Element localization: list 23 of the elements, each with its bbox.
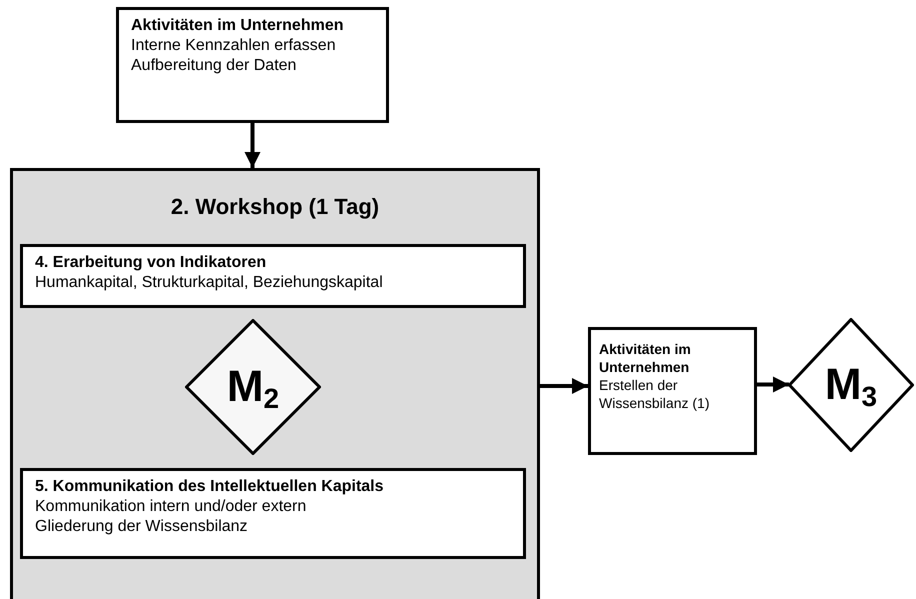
process-box [588, 327, 757, 455]
process-box [20, 244, 526, 308]
process-box [116, 7, 389, 123]
box-text: Humankapital, Strukturkapital, Beziehungskapital [35, 273, 384, 293]
box-text: Erstellen der Wissensbilanz (1) [599, 376, 710, 412]
milestone-label: M$_{2}$ [226, 365, 280, 409]
box-heading: Aktivitäten im Unternehmen [599, 340, 692, 376]
arrow [757, 376, 789, 392]
milestone-label: M$_{3}$ [824, 363, 878, 407]
workshop-panel [10, 168, 540, 599]
box-text: Kommunikation intern und/oder extern [35, 497, 308, 517]
arrow [540, 378, 588, 394]
box-text: Interne Kennzahlen erfassen [131, 36, 337, 56]
decision-diamond [788, 318, 914, 452]
box-heading: 5. Kommunikation des Intellektuellen Kapitals [35, 477, 385, 497]
box-text: Gliederung der Wissensbilanz [35, 517, 249, 537]
box-text: Aufbereitung der Daten [131, 56, 298, 76]
panel-heading: 2. Workshop (1 Tag) [170, 193, 380, 220]
box-heading: Aktivitäten im Unternehmen [131, 16, 344, 36]
decision-diamond [185, 319, 321, 455]
box-heading: 4. Erarbeitung von Indikatoren [35, 253, 268, 273]
process-box [20, 468, 526, 559]
arrow [244, 123, 260, 168]
